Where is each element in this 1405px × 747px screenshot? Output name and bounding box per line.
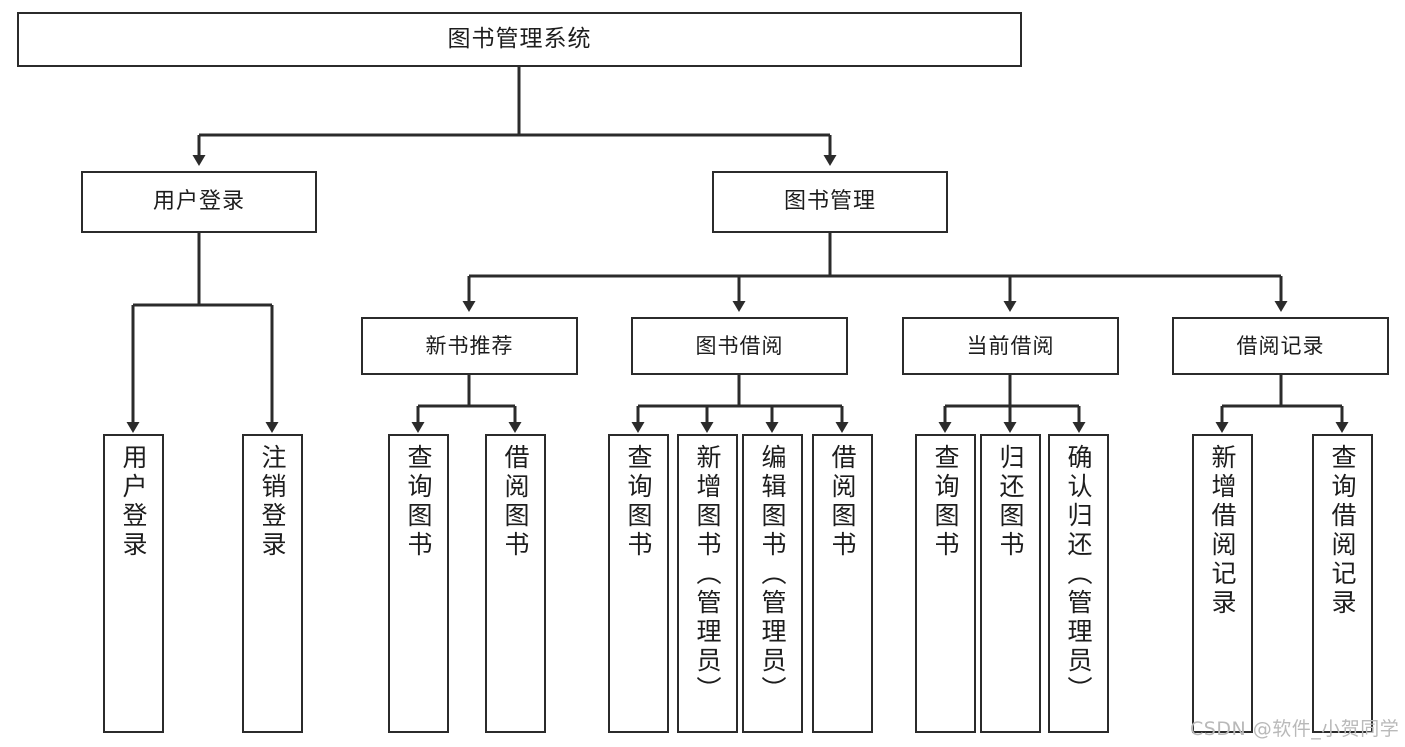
node-label: 新书推荐 <box>425 333 514 358</box>
node-label: 图书管理系统 <box>447 25 592 52</box>
leaf-user-login-login[interactable]: 用户登录 <box>103 434 164 733</box>
leaf-user-login-logout[interactable]: 注销登录 <box>242 434 303 733</box>
node-current-borrow[interactable]: 当前借阅 <box>902 317 1119 375</box>
node-label: 当前借阅 <box>966 333 1055 358</box>
leaf-book-borrow-add-admin[interactable]: 新增图书（管理员） <box>677 434 738 733</box>
node-label: 用户登录 <box>152 189 245 215</box>
leaf-book-borrow-query[interactable]: 查询图书 <box>608 434 669 733</box>
leaf-current-borrow-return[interactable]: 归还图书 <box>980 434 1041 733</box>
leaf-borrow-record-query[interactable]: 查询借阅记录 <box>1312 434 1373 733</box>
node-label: 确认归还（管理员） <box>1064 444 1093 705</box>
leaf-book-borrow-edit-admin[interactable]: 编辑图书（管理员） <box>742 434 803 733</box>
node-label: 借阅图书 <box>501 444 530 560</box>
node-label: 查询借阅记录 <box>1328 444 1357 618</box>
node-label: 归还图书 <box>996 444 1025 560</box>
node-label: 图书管理 <box>783 189 876 215</box>
node-label: 借阅图书 <box>828 444 857 560</box>
leaf-book-borrow-borrow[interactable]: 借阅图书 <box>812 434 873 733</box>
node-label: 用户登录 <box>119 444 148 560</box>
node-label: 新增图书（管理员） <box>693 444 722 705</box>
node-label: 图书借阅 <box>695 333 784 358</box>
leaf-current-borrow-query[interactable]: 查询图书 <box>915 434 976 733</box>
node-label: 查询图书 <box>404 444 433 560</box>
leaf-borrow-record-add[interactable]: 新增借阅记录 <box>1192 434 1253 733</box>
node-label: 编辑图书（管理员） <box>758 444 787 705</box>
node-label: 查询图书 <box>624 444 653 560</box>
leaf-current-borrow-confirm-return-admin[interactable]: 确认归还（管理员） <box>1048 434 1109 733</box>
node-user-login[interactable]: 用户登录 <box>81 171 317 233</box>
node-borrow-record[interactable]: 借阅记录 <box>1172 317 1389 375</box>
node-label: 查询图书 <box>931 444 960 560</box>
node-book-management[interactable]: 图书管理 <box>712 171 948 233</box>
node-root-book-management-system[interactable]: 图书管理系统 <box>17 12 1022 67</box>
node-book-borrow[interactable]: 图书借阅 <box>631 317 848 375</box>
node-label: 注销登录 <box>258 444 287 560</box>
leaf-new-book-query[interactable]: 查询图书 <box>388 434 449 733</box>
node-new-book-recommend[interactable]: 新书推荐 <box>361 317 578 375</box>
leaf-new-book-borrow[interactable]: 借阅图书 <box>485 434 546 733</box>
node-label: 借阅记录 <box>1236 333 1325 358</box>
node-label: 新增借阅记录 <box>1208 444 1237 618</box>
